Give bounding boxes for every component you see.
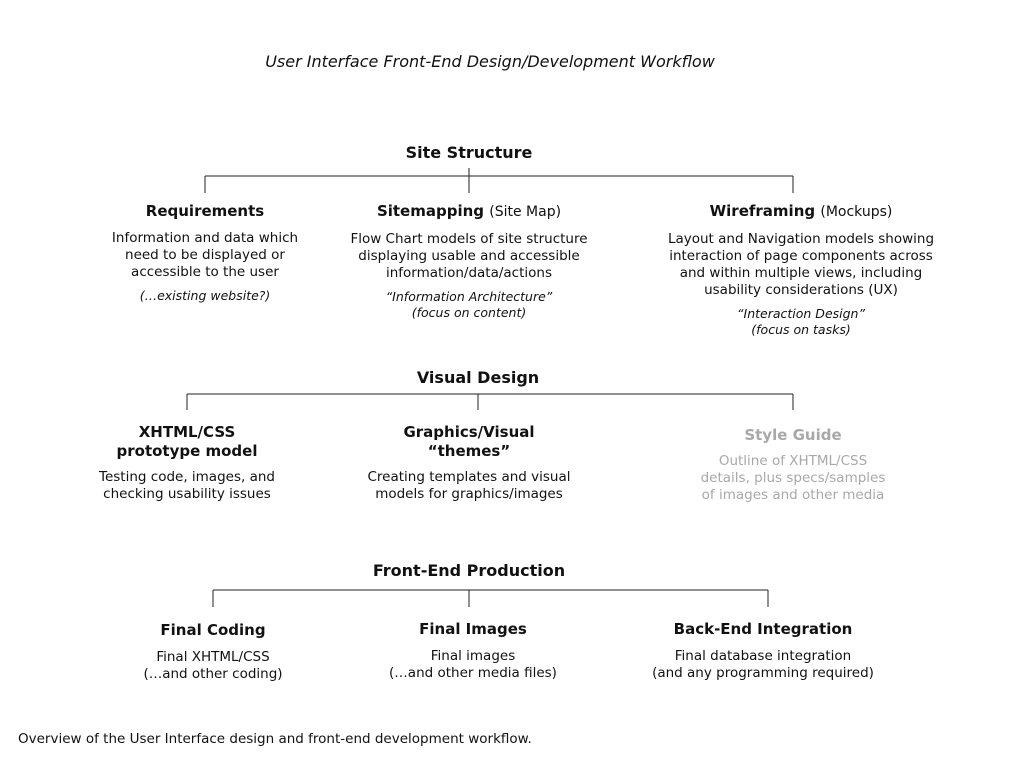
desc-line: Creating templates and visual — [367, 469, 571, 485]
title-line: Final Images — [419, 620, 527, 638]
desc-line: models for graphics/images — [375, 486, 563, 502]
node-title: Style Guide — [678, 426, 908, 445]
note-line: “Interaction Design” — [737, 306, 865, 321]
node-description: Final database integration (and any prog… — [633, 648, 893, 682]
diagram-title: User Interface Front-End Design/Developm… — [265, 52, 715, 71]
node-note: (…existing website?) — [95, 288, 315, 304]
node-title: Final Coding — [113, 621, 313, 640]
figure-caption: Overview of the User Interface design an… — [18, 731, 532, 747]
note-line: (focus on tasks) — [751, 322, 851, 337]
desc-line: Flow Chart models of site structure — [350, 231, 588, 247]
desc-line: accessible to the user — [131, 264, 279, 280]
desc-line: Information and data which — [111, 230, 299, 246]
desc-line: (and any programming required) — [652, 665, 874, 681]
node-description: Outline of XHTML/CSS details, plus specs… — [678, 453, 908, 504]
desc-line: Final XHTML/CSS — [156, 649, 270, 665]
node-title: Wireframing (Mockups) — [646, 202, 956, 222]
node-title: XHTML/CSS prototype model — [82, 423, 292, 461]
node-title: Sitemapping (Site Map) — [334, 202, 604, 222]
title-line: prototype model — [116, 442, 258, 460]
node-title: Graphics/Visual “themes” — [344, 423, 594, 461]
desc-line: checking usability issues — [103, 486, 271, 502]
node-final-coding: Final Coding Final XHTML/CSS (…and other… — [113, 621, 313, 683]
desc-line: (…and other coding) — [143, 666, 283, 682]
node-description: Final XHTML/CSS (…and other coding) — [113, 649, 313, 683]
section-title-site-structure: Site Structure — [405, 143, 533, 162]
desc-line: Final images — [430, 648, 516, 664]
title-line: Final Coding — [160, 621, 266, 639]
desc-line: (…and other media files) — [389, 665, 557, 681]
desc-line: and within multiple views, including — [679, 265, 923, 281]
node-description: Testing code, images, and checking usabi… — [82, 469, 292, 503]
node-title: Final Images — [363, 620, 583, 639]
section-title-visual-design: Visual Design — [416, 368, 540, 387]
desc-line: information/data/actions — [385, 265, 552, 281]
node-note: “Interaction Design” (focus on tasks) — [646, 306, 956, 338]
node-description: Final images (…and other media files) — [363, 648, 583, 682]
node-description: Information and data which need to be di… — [95, 230, 315, 281]
section-title-front-end-production: Front-End Production — [372, 561, 566, 580]
node-title: Requirements — [95, 202, 315, 221]
node-title-text: Sitemapping — [376, 202, 485, 220]
title-line: Style Guide — [744, 426, 842, 444]
node-description: Flow Chart models of site structure disp… — [334, 231, 604, 282]
desc-line: Layout and Navigation models showing — [667, 231, 935, 247]
desc-line: Testing code, images, and — [99, 469, 275, 485]
desc-line: of images and other media — [701, 487, 885, 503]
node-title: Back-End Integration — [633, 620, 893, 639]
desc-line: Outline of XHTML/CSS — [718, 453, 868, 469]
node-title-paren: (Site Map) — [489, 204, 562, 220]
note-line: (focus on content) — [411, 305, 527, 320]
desc-line: Final database integration — [674, 648, 852, 664]
node-description: Creating templates and visual models for… — [344, 469, 594, 503]
node-graphics-visual-themes: Graphics/Visual “themes” Creating templa… — [344, 423, 594, 503]
node-description: Layout and Navigation models showing int… — [646, 231, 956, 299]
desc-line: need to be displayed or — [125, 247, 285, 263]
node-sitemapping: Sitemapping (Site Map) Flow Chart models… — [334, 202, 604, 321]
note-line: (…existing website?) — [139, 288, 271, 303]
title-line: Graphics/Visual — [403, 423, 535, 441]
desc-line: usability considerations (UX) — [704, 282, 898, 298]
note-line: “Information Architecture” — [385, 289, 553, 304]
title-line: “themes” — [427, 442, 511, 460]
desc-line: interaction of page components across — [669, 248, 933, 264]
title-line: XHTML/CSS — [138, 423, 236, 441]
node-requirements: Requirements Information and data which … — [95, 202, 315, 304]
node-title-paren: (Mockups) — [820, 204, 893, 220]
node-wireframing: Wireframing (Mockups) Layout and Navigat… — [646, 202, 956, 338]
node-xhtml-css-prototype: XHTML/CSS prototype model Testing code, … — [82, 423, 292, 503]
node-style-guide: Style Guide Outline of XHTML/CSS details… — [678, 426, 908, 504]
node-title-text: Wireframing — [709, 202, 816, 220]
node-final-images: Final Images Final images (…and other me… — [363, 620, 583, 682]
node-note: “Information Architecture” (focus on con… — [334, 289, 604, 321]
node-title-text: Requirements — [145, 202, 265, 220]
node-back-end-integration: Back-End Integration Final database inte… — [633, 620, 893, 682]
title-line: Back-End Integration — [673, 620, 853, 638]
desc-line: displaying usable and accessible — [358, 248, 580, 264]
desc-line: details, plus specs/samples — [700, 470, 886, 486]
